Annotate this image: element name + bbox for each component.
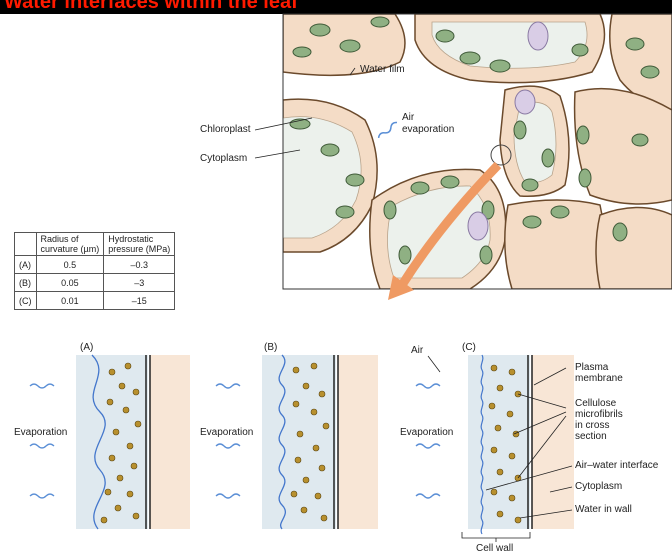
table-row: (C) 0.01 –15 [15, 292, 175, 310]
panel-a-tag: (A) [80, 342, 93, 353]
pressure-header-line1: Hydrostatic [108, 234, 153, 244]
radius-value: 0.01 [36, 292, 104, 310]
table-header-row: Radius of curvature (µm) Hydrostatic pre… [15, 233, 175, 256]
air-label: Air [402, 112, 414, 123]
panel-a [30, 355, 190, 529]
radius-header: Radius of curvature (µm) [36, 233, 104, 256]
cellulose-line4: section [575, 431, 607, 442]
row-label: (A) [15, 256, 37, 274]
plasma-membrane-line2: membrane [575, 373, 623, 384]
radius-value: 0.05 [36, 274, 104, 292]
cellulose-label: Cellulose microfibrils in cross section [575, 398, 623, 442]
plasma-membrane-label: Plasma membrane [575, 362, 623, 384]
plasma-membrane-line1: Plasma [575, 362, 608, 373]
panel-b-tag: (B) [264, 342, 277, 353]
table-row: (A) 0.5 –0.3 [15, 256, 175, 274]
panel-b [216, 355, 378, 529]
legend-cytoplasm-label: Cytoplasm [575, 481, 622, 492]
pressure-header: Hydrostatic pressure (MPa) [104, 233, 175, 256]
panel-b-evaporation: Evaporation [200, 427, 253, 438]
water-film-label: Water film [360, 64, 405, 75]
radius-header-line2: curvature (µm) [41, 244, 100, 254]
cellulose-line3: in cross [575, 420, 609, 431]
radius-value: 0.5 [36, 256, 104, 274]
leaf-cell-section [283, 14, 672, 289]
pressure-header-line2: pressure (MPa) [108, 244, 170, 254]
curvature-table: Radius of curvature (µm) Hydrostatic pre… [14, 232, 175, 310]
evaporation-label: evaporation [402, 124, 454, 135]
panel-c [416, 355, 574, 542]
row-label: (C) [15, 292, 37, 310]
cellulose-line1: Cellulose [575, 398, 616, 409]
air-water-interface-label: Air–water interface [575, 460, 658, 471]
panel-a-evaporation: Evaporation [14, 427, 67, 438]
panel-c-air-label: Air [411, 345, 423, 356]
chloroplast-label: Chloroplast [200, 124, 251, 135]
panel-c-tag: (C) [462, 342, 476, 353]
cellulose-line2: microfibrils [575, 409, 623, 420]
pressure-value: –3 [104, 274, 175, 292]
panel-c-evaporation: Evaporation [400, 427, 453, 438]
water-in-wall-label: Water in wall [575, 504, 632, 515]
cytoplasm-label: Cytoplasm [200, 153, 247, 164]
pressure-value: –15 [104, 292, 175, 310]
cell-wall-label: Cell wall [476, 543, 513, 554]
table-row: (B) 0.05 –3 [15, 274, 175, 292]
pressure-value: –0.3 [104, 256, 175, 274]
radius-header-line1: Radius of [41, 234, 79, 244]
table-corner-cell [15, 233, 37, 256]
row-label: (B) [15, 274, 37, 292]
